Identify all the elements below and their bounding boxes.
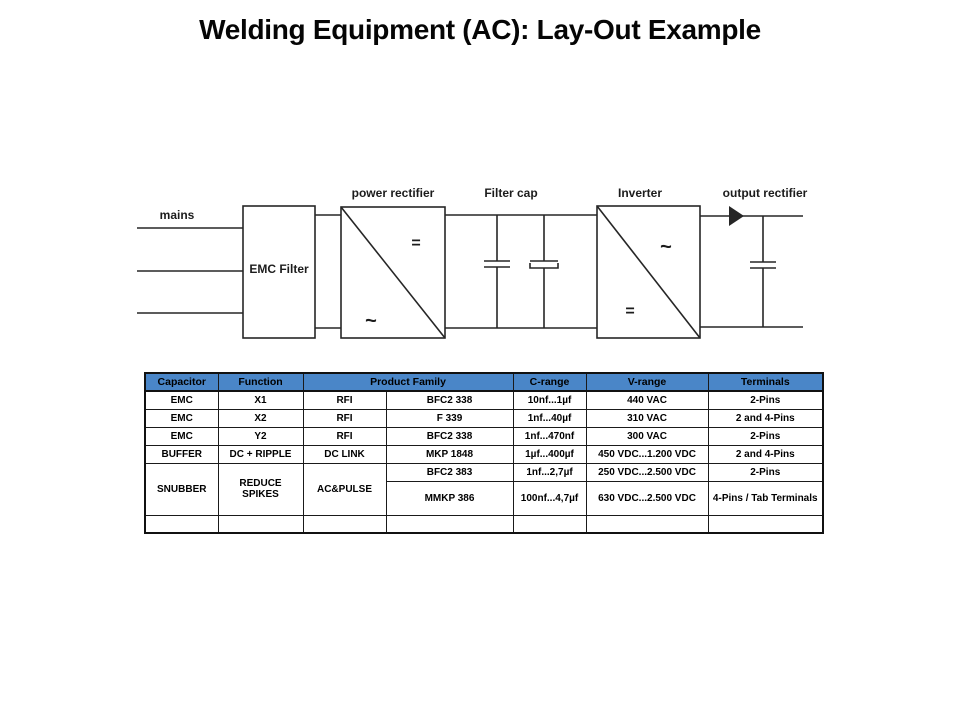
cell-capacitor: SNUBBER [144, 462, 219, 516]
diode-arrow-icon [729, 206, 744, 226]
header-product-family: Product Family [302, 372, 514, 392]
emc-rectifier-wires [315, 214, 341, 329]
table-row: EMC X1 RFI BFC2 338 10nf...1µf 440 VAC 2… [144, 390, 824, 410]
table-row: BUFFER DC + RIPPLE DC LINK MKP 1848 1µf.… [144, 444, 824, 464]
cell-v-range: 250 VDC...2.500 VDC [585, 462, 709, 482]
cell-function: Y2 [217, 426, 304, 446]
table-header-row: Capacitor Function Product Family C-rang… [144, 372, 824, 392]
cell-function: REDUCE SPIKES [217, 462, 304, 516]
label-power-rectifier: power rectifier [351, 186, 435, 200]
dc-symbol-inverter: = [625, 303, 635, 320]
cell-terminals: 2-Pins [707, 390, 824, 410]
cell-c-range: 1nf...470nf [512, 426, 587, 446]
cell-c-range: 1nf...2,7µf [512, 462, 587, 482]
cell-family-b: F 339 [385, 408, 514, 428]
header-c-range: C-range [512, 372, 587, 392]
cell-family-a: RFI [302, 408, 387, 428]
ac-symbol-rectifier: ~ [365, 310, 377, 332]
inverter-diagonal [596, 205, 701, 339]
circuit-diagram: mains EMC Filter power rectifier Filter … [130, 183, 820, 353]
filter-capacitor-1 [484, 215, 510, 328]
cell-terminals: 2-Pins [707, 426, 824, 446]
power-rectifier-diagonal [340, 206, 446, 339]
cell-c-range: 10nf...1µf [512, 390, 587, 410]
cell-terminals: 2 and 4-Pins [707, 408, 824, 428]
circuit-schematic [137, 205, 803, 339]
cell-v-range: 440 VAC [585, 390, 709, 410]
header-v-range: V-range [585, 372, 709, 392]
cell-family-a: RFI [302, 390, 387, 410]
cell-capacitor: BUFFER [144, 444, 219, 464]
label-mains: mains [159, 208, 195, 222]
cell-family-b: MKP 1848 [385, 444, 514, 464]
cell-terminals: 2-Pins [707, 462, 824, 482]
table-row: SNUBBER REDUCE SPIKES AC&PULSE BFC2 383 … [144, 462, 824, 516]
cell-capacitor: EMC [144, 390, 219, 410]
dc-symbol-rectifier: = [411, 235, 421, 252]
cell-family-a: DC LINK [302, 444, 387, 464]
table-row: EMC X2 RFI F 339 1nf...40µf 310 VAC 2 an… [144, 408, 824, 428]
page-title: Welding Equipment (AC): Lay-Out Example [199, 14, 761, 45]
cell-function [217, 514, 304, 534]
cell-family-b: BFC2 338 [385, 390, 514, 410]
label-output-rectifier: output rectifier [722, 186, 808, 200]
label-filter-cap: Filter cap [484, 186, 538, 200]
label-inverter: Inverter [617, 186, 663, 200]
cell-terminals [707, 514, 824, 534]
filter-capacitor-2 [529, 215, 559, 328]
dc-bus-rails [445, 214, 597, 329]
cell-capacitor: EMC [144, 426, 219, 446]
cell-function: X2 [217, 408, 304, 428]
table-row-empty [144, 514, 824, 534]
cell-family-a [302, 514, 387, 534]
cell-v-range: 310 VAC [585, 408, 709, 428]
cell-function: X1 [217, 390, 304, 410]
cell-family-b: MMKP 386 [385, 480, 514, 516]
cell-family-b: BFC2 383 [385, 462, 514, 482]
cell-capacitor: EMC [144, 408, 219, 428]
cell-function: DC + RIPPLE [217, 444, 304, 464]
cell-v-range: 450 VDC...1.200 VDC [585, 444, 709, 464]
cell-capacitor [144, 514, 219, 534]
capacitor-table: Capacitor Function Product Family C-rang… [144, 372, 825, 534]
cell-family-b [385, 514, 514, 534]
header-function: Function [217, 372, 304, 392]
header-capacitor: Capacitor [144, 372, 219, 392]
output-rails [700, 215, 803, 328]
cell-family-a: AC&PULSE [302, 462, 387, 516]
power-rectifier-box [340, 206, 446, 339]
cell-family-b: BFC2 338 [385, 426, 514, 446]
emc-filter-box [242, 205, 316, 339]
mains-lines [137, 227, 243, 314]
ac-symbol-inverter: ~ [660, 236, 672, 258]
cell-c-range: 1nf...40µf [512, 408, 587, 428]
cell-c-range: 100nf...4,7µf [512, 480, 587, 516]
label-emc-filter: EMC Filter [249, 262, 309, 276]
cell-terminals: 2 and 4-Pins [707, 444, 824, 464]
table-row: EMC Y2 RFI BFC2 338 1nf...470nf 300 VAC … [144, 426, 824, 446]
cell-v-range: 630 VDC...2.500 VDC [585, 480, 709, 516]
cell-c-range [512, 514, 587, 534]
cell-v-range: 300 VAC [585, 426, 709, 446]
table-row: MMKP 386 100nf...4,7µf 630 VDC...2.500 V… [145, 480, 824, 516]
cell-terminals: 4-Pins / Tab Terminals [707, 480, 824, 516]
cell-family-a: RFI [302, 426, 387, 446]
inverter-box [596, 205, 701, 339]
cell-c-range: 1µf...400µf [512, 444, 587, 464]
cell-v-range [585, 514, 709, 534]
header-terminals: Terminals [707, 372, 824, 392]
output-capacitor [750, 216, 776, 327]
